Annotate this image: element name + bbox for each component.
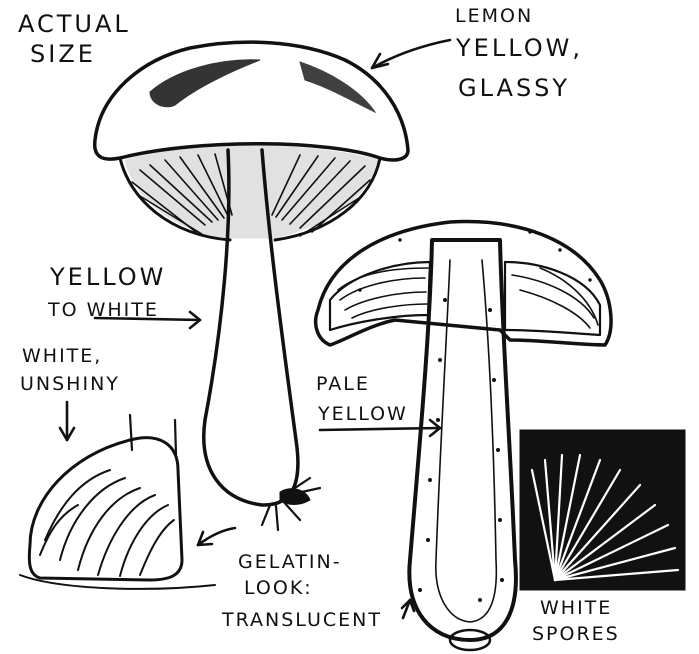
label-spores-line1: WHITE xyxy=(540,597,612,619)
label-cap-line2: YELLOW, xyxy=(455,34,583,62)
label-gelatin-line2: LOOK: xyxy=(244,577,313,599)
label-spores-line2: SPORES xyxy=(532,623,620,645)
label-stem-line1: YELLOW xyxy=(49,263,166,291)
hand-drawn-arrow-icon xyxy=(60,40,450,618)
label-flesh-line1: PALE xyxy=(316,373,370,395)
label-cap-line3: GLASSY xyxy=(458,74,570,102)
label-gills-line1: WHITE, xyxy=(22,345,102,367)
cap-shading xyxy=(150,60,260,107)
label-stem-line2: TO WHITE xyxy=(47,299,159,321)
label-actual-size-line1: ACTUAL xyxy=(18,10,131,38)
label-actual-size-line2: SIZE xyxy=(30,40,96,68)
section-stem xyxy=(409,240,516,640)
label-cap-line1: LEMON xyxy=(455,5,533,27)
gill-detail xyxy=(20,415,215,589)
label-translucent: TRANSLUCENT xyxy=(221,609,382,631)
label-gelatin-line1: GELATIN- xyxy=(238,551,342,573)
spore-print xyxy=(520,430,685,590)
label-gills-line2: UNSHINY xyxy=(20,373,120,395)
label-flesh-line2: YELLOW xyxy=(317,403,408,425)
